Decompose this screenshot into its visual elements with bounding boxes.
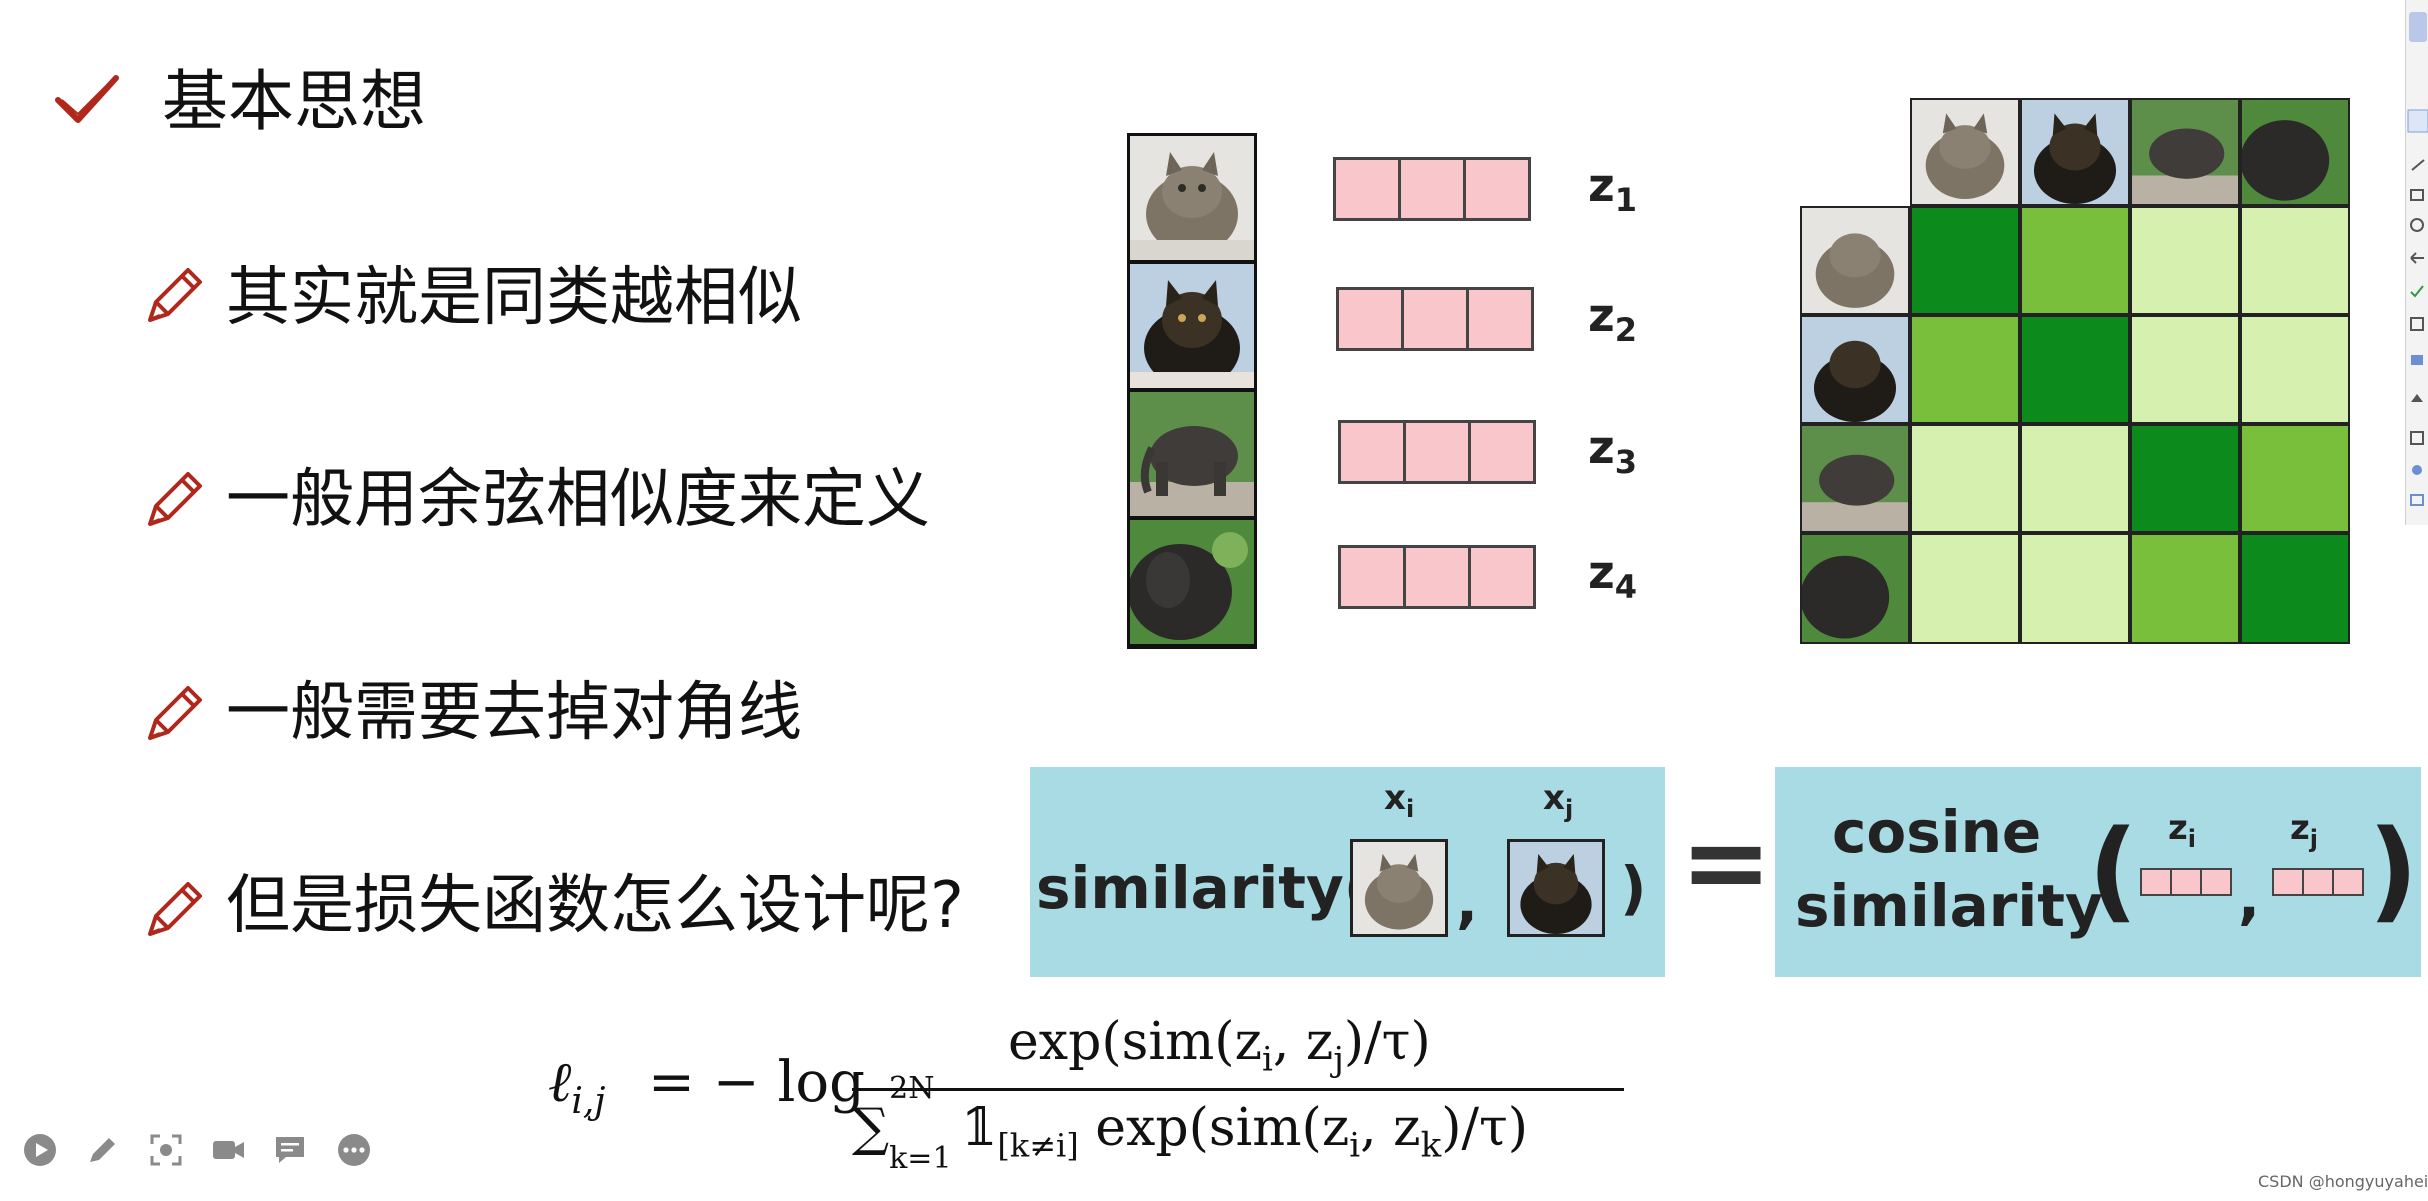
zi-label: zi (2168, 808, 2197, 853)
comma: , (1456, 868, 1479, 936)
matrix-row-header-elephant-1 (1800, 424, 1910, 533)
pencil-icon (148, 472, 202, 526)
play-icon[interactable] (22, 1132, 58, 1168)
camera-icon[interactable] (210, 1132, 246, 1168)
pen-icon[interactable] (84, 1132, 120, 1168)
bullet-4-text: 但是损失函数怎么设计呢? (226, 869, 964, 943)
matrix-row-header-cat-2 (1800, 315, 1910, 424)
matrix-cell-3-1 (1910, 424, 2020, 533)
elephant-image-2 (1130, 520, 1254, 644)
matrix-col-header-cat-1 (1910, 98, 2020, 206)
matrix-cell-1-1 (1910, 206, 2020, 315)
similarity-label: similarity( (1036, 854, 1371, 922)
equals-sign: = (1680, 798, 1773, 926)
bullet-1-text: 其实就是同类越相似 (226, 261, 802, 335)
pencil-icon (148, 882, 202, 936)
matrix-cell-2-2 (2020, 315, 2130, 424)
slide-heading: 基本思想 (162, 63, 426, 140)
comment-icon[interactable] (272, 1132, 308, 1168)
matrix-cell-1-2 (2020, 206, 2130, 315)
vector-label-z4: z4 (1588, 545, 1638, 606)
matrix-cell-4-2 (2020, 533, 2130, 644)
annotation-tool-icons[interactable] (2406, 0, 2428, 525)
cosine-open-paren: ( (2088, 806, 2139, 934)
vector-label-z3: z3 (1588, 420, 1638, 481)
vector-label-z1: z1 (1588, 158, 1638, 219)
matrix-row-header-elephant-2 (1800, 533, 1910, 644)
zj-label: zj (2290, 808, 2319, 853)
cat-image-2 (1130, 264, 1254, 388)
cat-image-1 (1130, 136, 1254, 260)
matrix-cell-1-3 (2130, 206, 2240, 315)
matrix-cell-2-3 (2130, 315, 2240, 424)
matrix-col-header-elephant-2 (2240, 98, 2350, 206)
xi-label: xi (1384, 778, 1415, 823)
checkmark-icon (55, 75, 119, 123)
zj-vector (2272, 868, 2364, 896)
close-paren: ) (1620, 854, 1647, 922)
matrix-cell-1-4 (2240, 206, 2350, 315)
xj-label: xj (1543, 778, 1574, 823)
matrix-cell-2-4 (2240, 315, 2350, 424)
fraction-bar (852, 1088, 1624, 1091)
vector-label-z2: z2 (1588, 288, 1638, 349)
pencil-icon (148, 686, 202, 740)
elephant-image-1 (1130, 392, 1254, 516)
xj-cat-image (1507, 839, 1605, 937)
similarity-matrix (1800, 98, 2352, 646)
matrix-cell-3-3 (2130, 424, 2240, 533)
bullet-2-text: 一般用余弦相似度来定义 (226, 463, 930, 537)
cosine-comma: , (2238, 864, 2261, 932)
cosine-label-line2: similarity (1795, 872, 2103, 940)
embedding-vector-1 (1333, 157, 1531, 221)
embedding-vector-2 (1336, 287, 1534, 351)
matrix-cell-4-4 (2240, 533, 2350, 644)
annotation-toolbar-strip[interactable] (2405, 0, 2428, 525)
cosine-label-line1: cosine (1832, 798, 2042, 866)
pencil-icon (148, 268, 202, 322)
embedding-vector-3 (1338, 420, 1536, 484)
matrix-cell-3-2 (2020, 424, 2130, 533)
matrix-col-header-elephant-1 (2130, 98, 2240, 206)
watermark: CSDN @hongyuyahei (2258, 1172, 2428, 1191)
matrix-cell-2-1 (1910, 315, 2020, 424)
zi-vector (2140, 868, 2232, 896)
matrix-cell-4-3 (2130, 533, 2240, 644)
bullet-3-text: 一般需要去掉对角线 (226, 676, 802, 750)
embedding-vector-4 (1338, 545, 1536, 609)
more-icon[interactable] (336, 1132, 372, 1168)
matrix-cell-4-1 (1910, 533, 2020, 644)
formula-equals-minus-log: = − log (648, 1050, 865, 1115)
formula-denominator: ∑ 2N k=1 𝟙[k≠i] exp(sim(zi, zk)/τ) (852, 1071, 1529, 1176)
xi-cat-image (1350, 839, 1448, 937)
matrix-col-header-cat-2 (2020, 98, 2130, 206)
cosine-close-paren: ) (2368, 806, 2419, 934)
matrix-row-header-cat-1 (1800, 206, 1910, 315)
formula-numerator: exp(sim(zi, zj)/τ) (1008, 1012, 1431, 1080)
formula-lhs: ℓi,j (548, 1050, 606, 1123)
screenshot-icon[interactable] (148, 1132, 184, 1168)
matrix-cell-3-4 (2240, 424, 2350, 533)
input-image-column (1127, 133, 1257, 649)
